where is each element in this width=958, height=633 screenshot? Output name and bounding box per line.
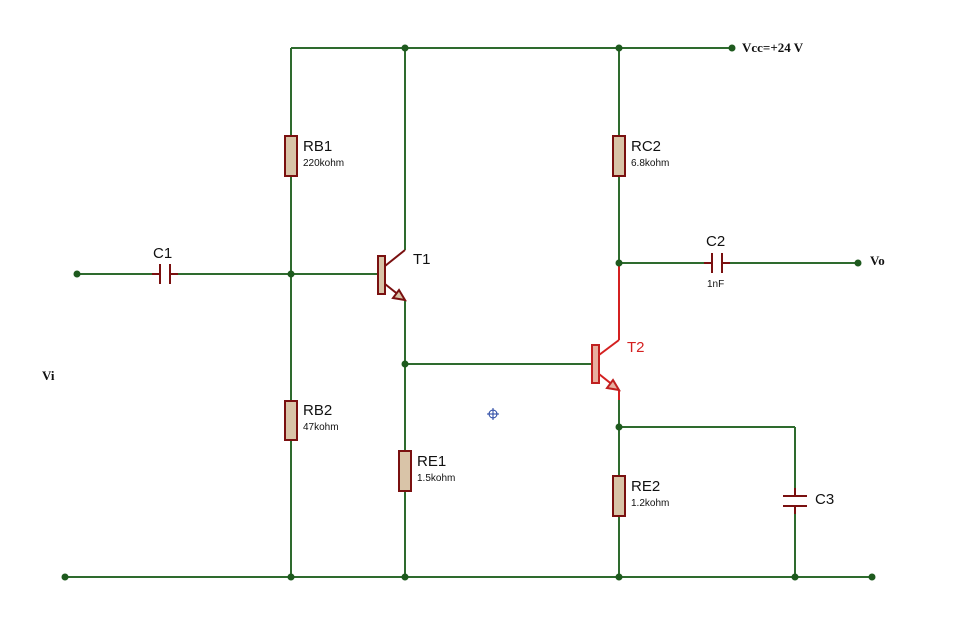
vo-label: Vo xyxy=(870,253,885,268)
junction-dot xyxy=(287,270,295,278)
c1-name: C1 xyxy=(153,245,172,262)
resistor-rb1[interactable]: RB1 220kohm xyxy=(284,135,344,177)
capacitor-c1[interactable]: C1 xyxy=(152,245,178,284)
rc2-value: 6.8kohm xyxy=(631,158,669,169)
wires xyxy=(65,47,872,578)
rb1-name: RB1 xyxy=(303,138,332,155)
junction-dot xyxy=(615,259,623,267)
rb1-value: 220kohm xyxy=(303,158,344,169)
ground-terminal-dot xyxy=(61,573,69,581)
ground-terminal-dot xyxy=(868,573,876,581)
junction-dot xyxy=(615,44,623,52)
resistor-re2[interactable]: RE2 1.2kohm xyxy=(612,475,669,517)
junction-dot xyxy=(615,573,623,581)
resistor-re1[interactable]: RE1 1.5kohm xyxy=(398,450,455,492)
rb2-name: RB2 xyxy=(303,402,332,419)
vcc-label: Vcc=+24 V xyxy=(742,40,804,55)
junction-dot xyxy=(401,44,409,52)
vcc-terminal-dot xyxy=(728,44,736,52)
re2-name: RE2 xyxy=(631,478,660,495)
re1-name: RE1 xyxy=(417,453,446,470)
vi-terminal-dot xyxy=(73,270,81,278)
crosshair-cursor-icon xyxy=(487,408,499,420)
resistor-rb2[interactable]: RB2 47kohm xyxy=(284,400,339,441)
c3-name: C3 xyxy=(815,491,834,508)
vi-label: Vi xyxy=(42,368,55,383)
c2-name: C2 xyxy=(706,233,725,250)
junction-dot xyxy=(287,573,295,581)
re2-value: 1.2kohm xyxy=(631,498,669,509)
junction-dot xyxy=(401,360,409,368)
capacitor-c3[interactable]: C3 xyxy=(783,488,834,514)
junction-dot xyxy=(615,423,623,431)
junction-dot xyxy=(401,573,409,581)
rc2-name: RC2 xyxy=(631,138,661,155)
re1-value: 1.5kohm xyxy=(417,473,455,484)
vo-terminal-dot xyxy=(854,259,862,267)
transistor-t1[interactable]: T1 xyxy=(377,249,431,302)
t2-name: T2 xyxy=(627,339,645,356)
junctions xyxy=(61,44,876,581)
junction-dot xyxy=(791,573,799,581)
transistor-t2[interactable]: T2 xyxy=(591,339,645,392)
rb2-value: 47kohm xyxy=(303,422,339,433)
resistor-rc2[interactable]: RC2 6.8kohm xyxy=(612,135,669,177)
capacitor-c2[interactable]: C2 1nF xyxy=(704,233,730,290)
t1-name: T1 xyxy=(413,251,431,268)
c2-value: 1nF xyxy=(707,279,724,290)
